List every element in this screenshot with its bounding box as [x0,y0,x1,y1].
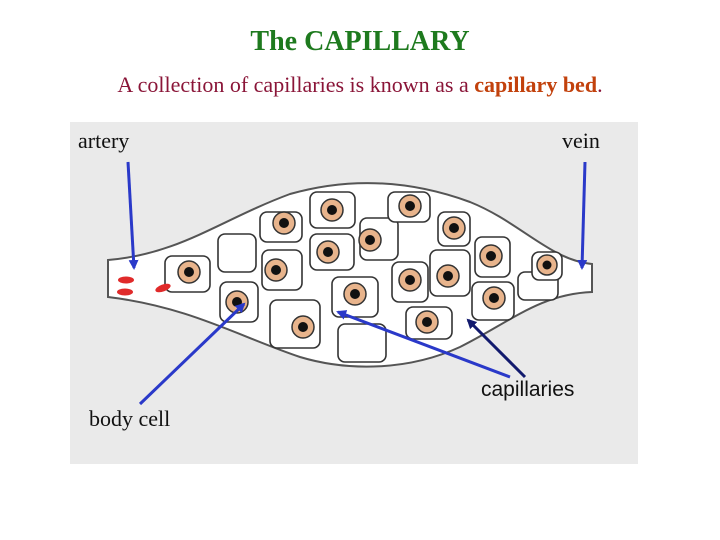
body-cell [398,268,422,292]
body-cell [482,286,506,310]
vein-label: vein [562,128,600,153]
body-cell [415,310,439,334]
body-cell [398,194,422,218]
body-cell [177,260,201,284]
capillaries-arrow-left [336,310,511,379]
red-blood-cell [155,283,171,293]
capillaries-arrow-right [466,318,527,379]
body-cell [264,258,288,282]
body-cell [479,244,503,268]
artery-arrow [126,161,139,270]
body-cell [272,211,296,235]
body-cell [316,240,340,264]
capillary-bed-diagram [107,161,593,406]
diagram-panel [70,122,638,464]
body-cell [436,264,460,288]
body-cell [536,254,558,276]
page-title: The CAPILLARY [250,26,470,57]
subtitle-end: . [597,72,603,97]
body-cell [442,216,466,240]
body-cell [291,315,315,339]
compartment [337,323,387,363]
body-cell [358,228,382,252]
red-blood-cell [117,288,133,296]
vein-arrow [577,161,588,270]
red-blood-cells [117,276,171,296]
body-cells [177,194,558,339]
subtitle-text: A collection of capillaries is known as … [117,72,475,97]
body-cell-arrow [138,302,246,406]
red-blood-cell [118,276,134,284]
subtitle-highlight: capillary bed [474,72,598,97]
body-cell [320,198,344,222]
artery-label: artery [78,128,130,153]
subtitle: A collection of capillaries is known as … [0,72,720,98]
capillaries-label: capillaries [481,378,575,401]
compartment [217,233,257,273]
body-cell [343,282,367,306]
body-cell-label: body cell [89,406,171,431]
